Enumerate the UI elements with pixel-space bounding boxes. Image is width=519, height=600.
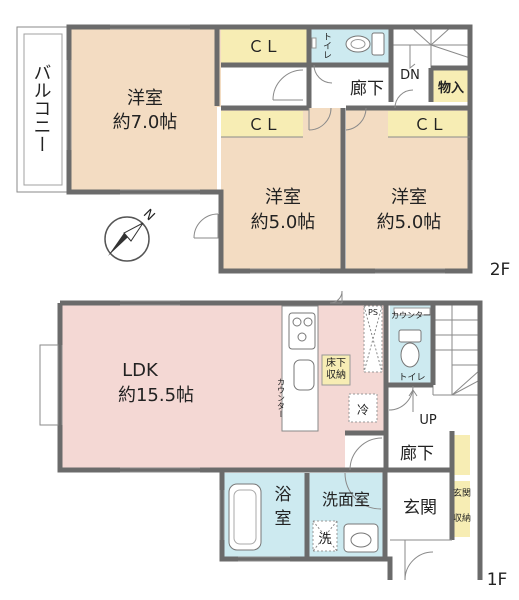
toilet-2f-label: トイレ (321, 32, 332, 59)
sink (293, 359, 315, 391)
wash-basin (343, 523, 379, 553)
toilet-fixture-1f (393, 307, 431, 368)
windows-2f (66, 24, 473, 274)
bathtub (228, 483, 262, 551)
underfloor-label-2: 収納 (326, 368, 346, 381)
door-swing-ldk (349, 437, 383, 471)
fridge-space (348, 393, 378, 423)
closet-top (221, 27, 309, 65)
door-swing-toilet2f (313, 64, 333, 84)
washroom-label: 洗面室 (322, 490, 370, 509)
shoe-storage-label-1: 玄関 (453, 487, 471, 499)
door-swing-toilet1f (388, 385, 414, 411)
closet-mid (221, 111, 303, 137)
storage-2f (431, 68, 470, 102)
balcony-railing (23, 33, 63, 186)
balcony-label: バルコニー (31, 63, 52, 153)
bedroom-5a-name: 洋室 (265, 187, 301, 208)
bathroom-label-2: 室 (275, 509, 292, 529)
floor-2: バルコニー 洋室 約7.0帖 洋室 約5.0帖 洋室 約5.0帖 ＣＬ ＣＬ Ｃ… (16, 24, 511, 280)
toilet-fixture-2f (311, 32, 385, 56)
compass-north: N (140, 207, 157, 224)
closet-right-label: ＣＬ (414, 115, 446, 134)
ldk-size: 約15.5帖 (118, 385, 194, 406)
bathroom-label-1: 浴 (275, 485, 292, 505)
storage-2f-label: 物入 (438, 80, 464, 96)
stairs-2f (391, 26, 471, 102)
windows-1f (39, 300, 290, 562)
washer-label: 洗 (318, 532, 331, 547)
door-swing-washroom (344, 472, 382, 510)
closet-top-label: ＣＬ (248, 37, 280, 56)
floor-1-label: 1F (487, 570, 508, 590)
floor-2-label: 2F (490, 260, 511, 280)
floor-1: LDK 約15.5帖 カウンター カウンター 床下 収納 冷 PS トイレ UP… (39, 290, 508, 590)
bedroom-7-name: 洋室 (127, 88, 163, 109)
door-swing-bed5b (345, 107, 367, 131)
hallway-1f-label: 廊下 (400, 444, 434, 464)
stairs-up-label: UP (419, 413, 437, 428)
door-swing-balcony (193, 213, 219, 239)
bedroom-7-size: 約7.0帖 (113, 112, 178, 133)
hallway-2f-label: 廊下 (350, 79, 384, 99)
closet-right (388, 111, 470, 137)
shoe-storage-fill (454, 481, 470, 537)
kitchen-counter (281, 305, 319, 432)
bedroom-5b-size: 約5.0帖 (377, 212, 442, 233)
door-swing-bed7 (272, 69, 304, 101)
toilet-1f-label: トイレ (398, 373, 425, 383)
compass: N (104, 207, 157, 262)
ps-label: PS (368, 308, 378, 317)
bedroom-7-fill (69, 27, 217, 192)
hall-closet-fill (454, 435, 470, 475)
stairs-dn-label: DN (400, 68, 420, 83)
walls-2f (66, 24, 473, 274)
ldk-fill (60, 303, 278, 470)
closet-mid-label: ＣＬ (248, 115, 280, 134)
door-swing-entrance (404, 551, 434, 581)
bedroom-5b-name: 洋室 (391, 187, 427, 208)
stove (288, 312, 316, 350)
counter-toilet-label: カウンター (391, 311, 431, 320)
shoe-storage-label-2: 収納 (453, 512, 471, 524)
underfloor-storage (321, 354, 351, 386)
counter-kitchen-label: カウンター (277, 378, 286, 418)
fridge-label: 冷 (357, 403, 369, 417)
ldk-name: LDK (122, 360, 159, 381)
bedroom-5a-size: 約5.0帖 (251, 212, 316, 233)
balcony (16, 26, 70, 193)
underfloor-label-1: 床下 (326, 356, 346, 369)
door-swing-bed5a (308, 107, 332, 131)
entrance-label: 玄関 (403, 498, 437, 518)
stairs-1f (408, 303, 481, 431)
